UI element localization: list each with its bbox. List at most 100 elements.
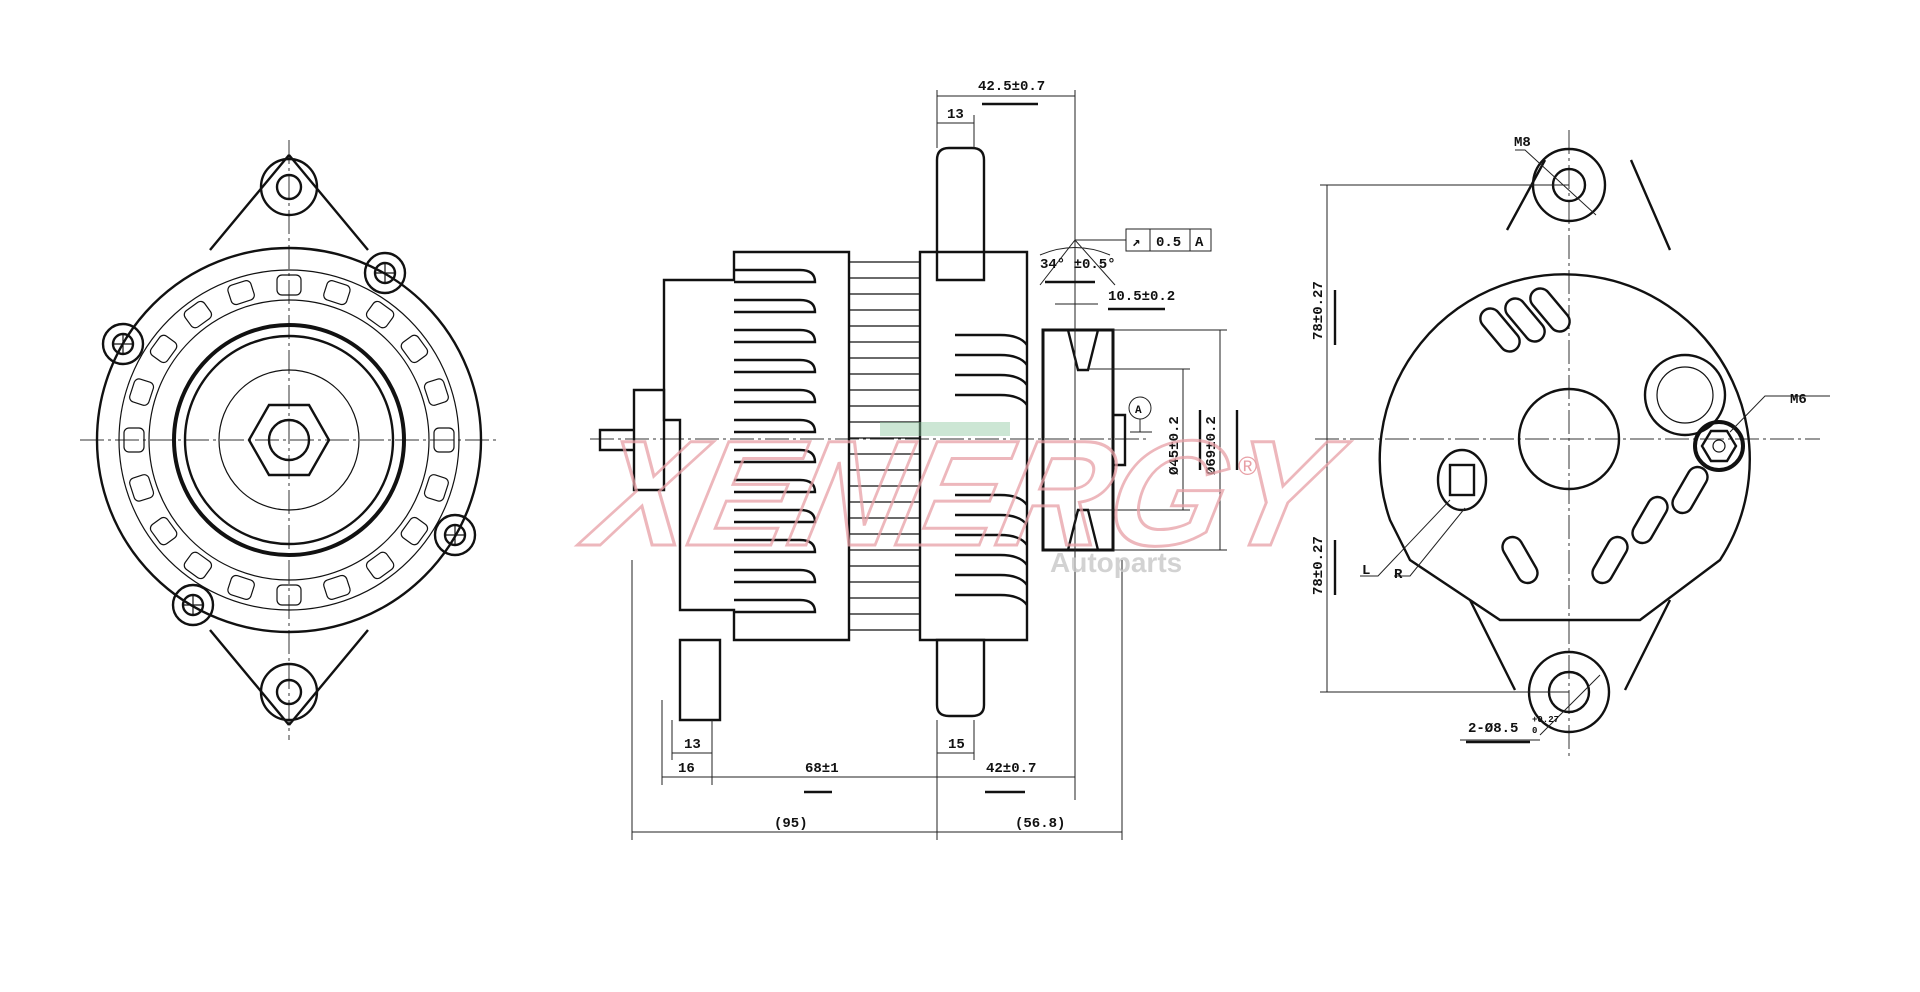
front-housing-side: [918, 250, 1029, 642]
datum-leader: [1130, 419, 1152, 433]
front-bottom-ear-side: [935, 638, 986, 718]
fan-vent: [400, 334, 429, 364]
fan-vent: [323, 574, 351, 600]
front-shaft: [267, 418, 311, 462]
front-top-ear: [259, 157, 319, 217]
fan-blade: [955, 493, 1028, 506]
front-bolt-2: [363, 251, 407, 295]
dim-13-bottom: 13: [684, 737, 701, 753]
fan-blade: [955, 593, 1028, 606]
m8-leader: [1515, 149, 1597, 216]
fan-vent: [129, 378, 155, 406]
dim-ref-95: (95): [774, 816, 808, 832]
rear-vent-slot: [1631, 495, 1669, 545]
stator-fins: [734, 261, 920, 631]
label-m6: M6: [1790, 392, 1807, 408]
shaft-nut: [1113, 413, 1127, 467]
front-bottom-hole: [275, 678, 303, 706]
watermark-registered: ®: [1238, 451, 1257, 481]
front-pulley-groove: [183, 334, 395, 546]
fan-vent: [423, 378, 449, 406]
fan-blade: [955, 533, 1028, 546]
hole-leader: [1460, 674, 1601, 741]
fan-vent: [183, 300, 213, 329]
watermark-brand: XENERGY: [570, 411, 1358, 578]
fan-vent: [123, 427, 145, 453]
dim-42: 42±0.7: [986, 761, 1036, 777]
fan-vent: [227, 280, 255, 306]
rear-cooling-fin: [734, 538, 817, 554]
front-fan-inner: [148, 299, 430, 581]
front-fan-vents: [123, 274, 455, 606]
rear-regulator-inner: [1656, 366, 1714, 424]
rear-cooling-fin: [734, 358, 817, 374]
front-hex-nut: [247, 403, 331, 477]
rear-cooling-fin: [734, 298, 817, 314]
tol-lower: 0: [1532, 726, 1537, 736]
rear-vent-slot: [1479, 307, 1521, 353]
rear-mount-ear: [678, 638, 722, 722]
rear-vent-slot: [1591, 535, 1629, 585]
feature-control-frame: ↗ 0.5 A: [1125, 228, 1212, 252]
connector-plug: [1436, 448, 1488, 512]
rear-cooling-fin: [734, 598, 817, 614]
rear-ear-outline: [1468, 159, 1672, 691]
dim-13-top-line: [937, 115, 975, 148]
fan-blade: [955, 393, 1028, 406]
dim-13-top: 13: [947, 107, 964, 123]
rear-cooling-fin: [734, 418, 817, 434]
rear-cooling-fin: [734, 568, 817, 584]
front-housing: [95, 246, 483, 634]
dim-42-5-line: [936, 90, 1076, 800]
front-pulley-hub: [218, 369, 360, 511]
label-mount-hole: 2-Ø8.5: [1468, 721, 1518, 737]
dim-lines-bottom: [632, 752, 1122, 833]
dim-68: 68±1: [805, 761, 839, 777]
datum-ref: A: [1195, 235, 1204, 251]
dim-78-upper: 78±0.27: [1311, 281, 1327, 340]
rear-cooling-fin: [734, 448, 817, 464]
fan-vent: [323, 280, 351, 306]
rear-housing: [1378, 273, 1751, 622]
fan-blade: [955, 573, 1028, 586]
front-bolt-4: [171, 583, 215, 627]
rear-vent-slot: [1671, 465, 1709, 515]
front-bottom-ear: [259, 662, 319, 722]
dim-dia-45: Ø45±0.2: [1167, 416, 1183, 475]
front-fan-blades: [955, 333, 1028, 606]
front-bolt-3: [433, 513, 477, 557]
dim-78-lower: 78±0.27: [1311, 536, 1327, 595]
rear-vent-slot: [1501, 535, 1539, 585]
fan-vent: [276, 584, 302, 606]
front-top-hole: [275, 173, 303, 201]
front-top-ear-side: [935, 146, 986, 282]
rear-cooling-fin: [734, 328, 817, 344]
fan-vent: [423, 474, 449, 502]
rear-housing: [662, 250, 851, 642]
tol-upper: +0.27: [1532, 715, 1559, 725]
dim-extension-lines: [631, 560, 1123, 840]
rear-cooling-fin: [734, 268, 817, 284]
watermark-sub: Autoparts: [1050, 547, 1182, 578]
label-l: L: [1362, 563, 1370, 579]
dim-10-5: 10.5±0.2: [1108, 289, 1175, 305]
dim-16: 16: [678, 761, 695, 777]
front-pulley-outer: [172, 323, 406, 557]
pulley-v-groove: [1066, 329, 1100, 551]
label-r: R: [1394, 567, 1403, 583]
rear-vent-slots: [1479, 287, 1709, 585]
rear-cooling-fin: [734, 508, 817, 524]
side-view: 42.5±0.7 13 34° ±0.5° ↗ 0.5 A 10.5±0.2 A…: [590, 79, 1239, 840]
dim-69-line: [1113, 329, 1227, 551]
plug-leaders: [1360, 499, 1466, 577]
fan-vent: [365, 300, 395, 329]
label-m8: M8: [1514, 135, 1531, 151]
fan-vent: [149, 334, 178, 364]
rear-vent-slot: [1504, 297, 1546, 343]
rear-cooling-fin: [734, 478, 817, 494]
fan-vent: [400, 516, 429, 546]
fan-vent: [365, 551, 395, 580]
rear-bearing-boss: [1517, 387, 1621, 491]
dim-45-line: [1088, 368, 1190, 511]
